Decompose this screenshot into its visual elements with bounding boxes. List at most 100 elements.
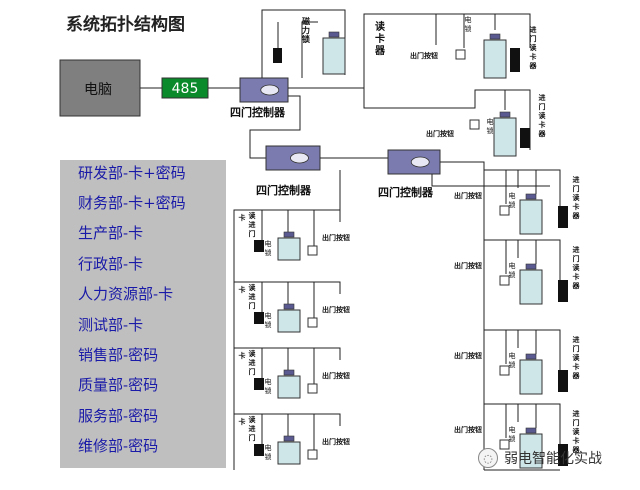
lock-bracket <box>525 353 537 360</box>
wire <box>234 413 341 426</box>
in-reader-label-char: 进 <box>530 25 537 34</box>
card-reader <box>558 370 568 392</box>
in-reader-label-char: 读 <box>573 263 580 272</box>
in-reader-label-char: 进 <box>573 175 580 184</box>
in-reader-label-char: 卡 <box>539 120 546 129</box>
reader-side-label-char: 读 <box>249 415 256 424</box>
in-reader-label-char: 进 <box>539 93 546 102</box>
exit-button-label: 出门按钮 <box>322 371 350 380</box>
reader-side-label: 卡 <box>239 351 246 360</box>
reader-side-label-char: 门 <box>249 229 256 238</box>
reader-side-label-char: 门 <box>249 367 256 376</box>
in-reader-label-char: 卡 <box>530 52 537 61</box>
reader-side-label-char: 进 <box>249 220 256 229</box>
lock-label-char: 电 <box>265 377 272 386</box>
lock-label: 电锁 <box>265 443 272 461</box>
wire <box>484 239 561 280</box>
exit-button <box>499 275 510 286</box>
wire <box>234 209 341 222</box>
controller-label: 四门控制器 <box>256 183 312 197</box>
wechat-icon: ◌ <box>478 448 498 468</box>
controller-indicator <box>290 152 309 164</box>
lock-bracket <box>283 303 295 310</box>
reader-side-label-char: 卡 <box>239 351 246 360</box>
maglock-text-char: 锁 <box>302 34 310 44</box>
lock-label-char: 锁 <box>265 452 272 461</box>
lock-bracket <box>525 263 537 270</box>
door-lock <box>519 433 543 469</box>
department-item: 财务部-卡+密码 <box>78 194 186 212</box>
lock-label: 电锁 <box>265 239 272 257</box>
lock-bracket <box>283 369 295 376</box>
lock-label-char: 锁 <box>265 320 272 329</box>
in-reader-label-char: 进 <box>573 409 580 418</box>
exit-button-label: 出门按钮 <box>454 425 482 434</box>
in-reader-label-char: 进 <box>573 335 580 344</box>
lock-label-char: 锁 <box>465 24 472 33</box>
exit-button-label: 出门按钮 <box>454 191 482 200</box>
exit-button-label: 出门按钮 <box>322 305 350 314</box>
wire <box>301 21 318 78</box>
reader-side-label-char: 进 <box>249 358 256 367</box>
computer-box <box>59 59 141 117</box>
diagram-title: 系统拓扑结构图 <box>66 15 185 35</box>
card-reader <box>510 48 520 72</box>
lock-label: 电锁 <box>509 191 516 209</box>
lock-bracket <box>525 427 537 434</box>
door-controller <box>239 77 289 103</box>
controller-indicator <box>410 156 430 168</box>
exit-button <box>307 449 318 460</box>
door-lock <box>277 309 301 333</box>
reader-side-label-char: 进 <box>249 292 256 301</box>
reader-label-char: 器 <box>374 45 386 57</box>
controller-indicator <box>260 84 280 96</box>
in-reader-label-char: 器 <box>572 371 581 380</box>
reader-side-label: 读进门 <box>249 211 256 238</box>
in-reader-label-char: 器 <box>572 445 581 454</box>
department-item: 人力资源部-卡 <box>78 285 174 303</box>
reader-side-label-char: 进 <box>249 424 256 433</box>
exit-button <box>307 245 318 256</box>
reader-side-label-char: 卡 <box>239 417 246 426</box>
card-reader <box>254 444 264 456</box>
reader-label-char: 读 <box>375 20 385 33</box>
door-lock <box>493 117 517 157</box>
in-reader-label-char: 读 <box>530 43 537 52</box>
in-reader-label-char: 门 <box>573 184 580 193</box>
department-item: 研发部-卡+密码 <box>78 164 186 182</box>
in-reader-label-char: 门 <box>573 254 580 263</box>
in-reader-label-char: 卡 <box>573 436 580 445</box>
department-item: 行政部-卡 <box>78 255 144 273</box>
maglock-text-char: 磁 <box>302 16 310 26</box>
reader-side-label: 读进门 <box>249 349 256 376</box>
lock-label-char: 电 <box>487 117 494 126</box>
wire <box>234 347 341 360</box>
department-item: 服务部-密码 <box>78 407 159 425</box>
reader-side-label-char: 卡 <box>239 213 246 222</box>
lock-label: 电锁 <box>265 377 272 395</box>
wire <box>431 174 550 187</box>
reader-side-label: 卡 <box>239 285 246 294</box>
department-item: 测试部-卡 <box>78 316 144 334</box>
reader-side-label-char: 读 <box>249 349 256 358</box>
lock-bracket <box>328 31 340 38</box>
maglock-text-char: 力 <box>302 25 310 35</box>
exit-button <box>499 365 510 376</box>
in-reader-label-char: 器 <box>538 129 547 138</box>
in-reader-label-char: 进 <box>573 245 580 254</box>
in-reader-label-char: 门 <box>539 102 546 111</box>
wire <box>363 88 531 150</box>
lock-label-char: 锁 <box>509 270 516 279</box>
lock-label-char: 锁 <box>265 386 272 395</box>
lock-label: 电锁 <box>487 117 494 135</box>
lock-label-char: 锁 <box>265 248 272 257</box>
lock-bracket <box>283 435 295 442</box>
department-item: 维修部-密码 <box>78 437 159 455</box>
card-reader <box>558 280 568 302</box>
lock-label: 电锁 <box>509 351 516 369</box>
maglock <box>322 37 346 75</box>
